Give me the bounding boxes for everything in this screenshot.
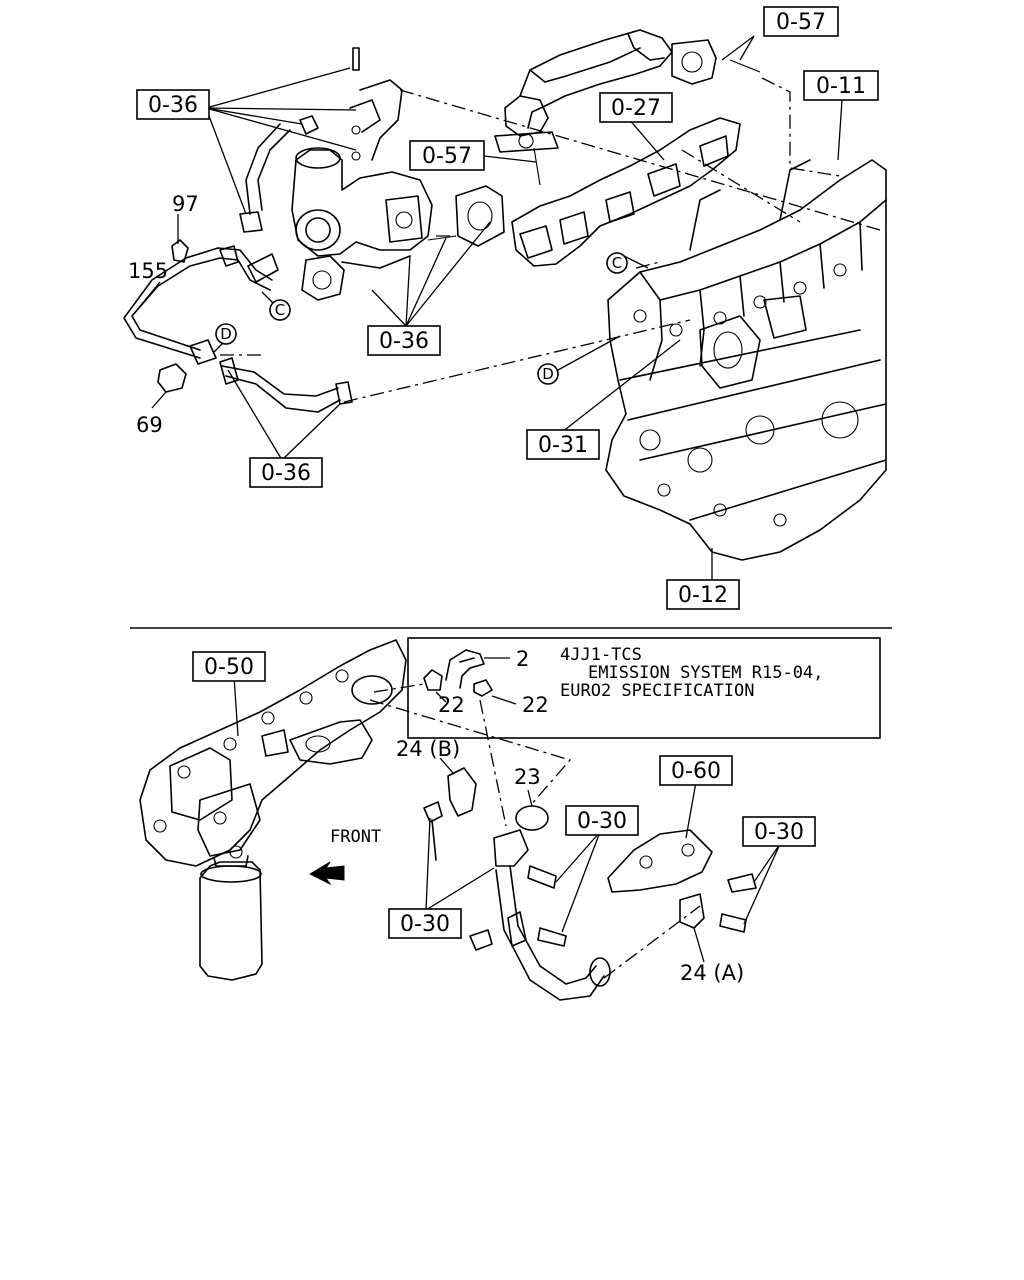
leader-lines-bottom: [233, 675, 781, 933]
ref-label-0-36-bottom: 0-36: [261, 461, 311, 486]
bracket-0-60: [607, 829, 713, 893]
bracket-0-60-hole-1: [639, 855, 653, 869]
bolt-right-upper: [727, 873, 757, 893]
part-number-22-left: 22: [438, 693, 465, 717]
connector-c-turbo-label: C: [275, 301, 285, 319]
part-number-23: 23: [514, 765, 541, 789]
engine-block-drawing: [605, 159, 887, 561]
ref-box-0-11: [803, 70, 879, 101]
part-number-24a: 24 (A): [680, 961, 744, 985]
bracket-0-60-hole-2: [681, 843, 695, 857]
ref-box-0-57-top: [763, 6, 839, 37]
ref-label-0-57-mid: 0-57: [422, 144, 472, 169]
ref-box-0-12: [666, 579, 740, 610]
connector-c-manifold-label: C: [612, 254, 622, 272]
egr-pipe-drawing: [494, 29, 761, 186]
ref-label-0-11: 0-11: [816, 74, 866, 99]
ref-label-0-27: 0-27: [611, 96, 661, 121]
ref-box-0-36-top: [136, 89, 210, 120]
clip-22-left: [423, 669, 443, 691]
phantom-line-9: [373, 683, 425, 693]
ref-label-0-60: 0-60: [671, 759, 721, 784]
connector-c-turbo: [269, 299, 291, 321]
ref-label-0-30-left: 0-30: [400, 912, 450, 937]
part-number-97: 97: [172, 192, 199, 216]
ref-label-0-57-top: 0-57: [776, 10, 826, 35]
ref-box-0-57-mid: [409, 140, 485, 171]
note-line-2: EMISSION SYSTEM R15-04,: [588, 663, 823, 683]
phantom-line-11: [603, 905, 701, 979]
hose-part-2: [445, 649, 485, 689]
bolt-upper: [527, 865, 557, 889]
exhaust-manifold-drawing: [511, 117, 741, 267]
ref-box-0-31: [526, 429, 600, 460]
clip-22-right: [473, 679, 493, 697]
turbocharger-drawing: [239, 47, 433, 301]
connector-d-pipe: [215, 323, 237, 345]
note-line-3: EURO2 SPECIFICATION: [560, 681, 754, 701]
oil-return-hose: [219, 357, 353, 413]
leader-23: [527, 789, 533, 807]
ref-label-0-30-right: 0-30: [754, 820, 804, 845]
phantom-line-8: [369, 699, 572, 807]
ref-label-0-36-mid: 0-36: [379, 329, 429, 354]
phantom-line-10: [479, 699, 507, 827]
ref-label-0-50: 0-50: [204, 655, 254, 680]
phantom-line-7: [635, 261, 661, 269]
connector-d-pipe-label: D: [220, 325, 232, 343]
ref-box-0-36-bottom: [249, 457, 323, 488]
part-number-69: 69: [136, 413, 163, 437]
oil-feed-pipe: [123, 239, 279, 365]
connector-d-block-label: D: [542, 365, 554, 383]
part-number-24b: 24 (B): [396, 737, 460, 761]
ref-box-0-60: [659, 755, 733, 786]
ref-box-0-30-center: [565, 805, 639, 836]
front-label: FRONT: [330, 827, 381, 847]
ref-box-0-30-right: [742, 816, 816, 847]
note-line-1: 4JJ1-TCS: [560, 645, 642, 665]
ref-label-0-36-top: 0-36: [148, 93, 198, 118]
bolt-left: [423, 801, 443, 861]
part-number-2: 2: [516, 647, 529, 671]
part-number-22-right: 22: [522, 693, 549, 717]
bracket-24a: [679, 893, 705, 929]
leader-22-right: [491, 695, 517, 705]
connector-c-manifold: [606, 252, 628, 274]
leader-24a: [693, 927, 705, 963]
note-box: [407, 637, 881, 739]
phantom-line-3: [399, 89, 881, 231]
nut-69-shape: [157, 363, 187, 393]
ref-box-0-27: [599, 92, 673, 123]
leader-24b: [439, 757, 455, 775]
phantom-line-4: [343, 319, 691, 403]
leader-lines-top: [131, 35, 843, 580]
leader-22-left: [435, 691, 447, 703]
bracket-24b: [447, 767, 477, 817]
ref-label-0-12: 0-12: [678, 583, 728, 608]
ref-box-0-50: [192, 651, 266, 682]
exhaust-flange-gasket: [427, 185, 505, 247]
bolt-right-lower: [719, 913, 747, 933]
ref-label-0-31: 0-31: [538, 433, 588, 458]
connector-d-block: [537, 363, 559, 385]
ref-label-0-30-center: 0-30: [577, 809, 627, 834]
bolt-lower: [537, 927, 567, 947]
ref-box-0-30-left: [388, 908, 462, 939]
part-number-155: 155: [128, 259, 168, 283]
ref-box-0-36-mid: [367, 325, 441, 356]
o-ring-23: [515, 805, 549, 831]
oil-pipe-lower: [469, 829, 611, 1001]
front-arrow-icon: [308, 861, 345, 886]
oil-cooler-housing-drawing: [139, 639, 407, 981]
phantom-line-2: [681, 149, 801, 223]
